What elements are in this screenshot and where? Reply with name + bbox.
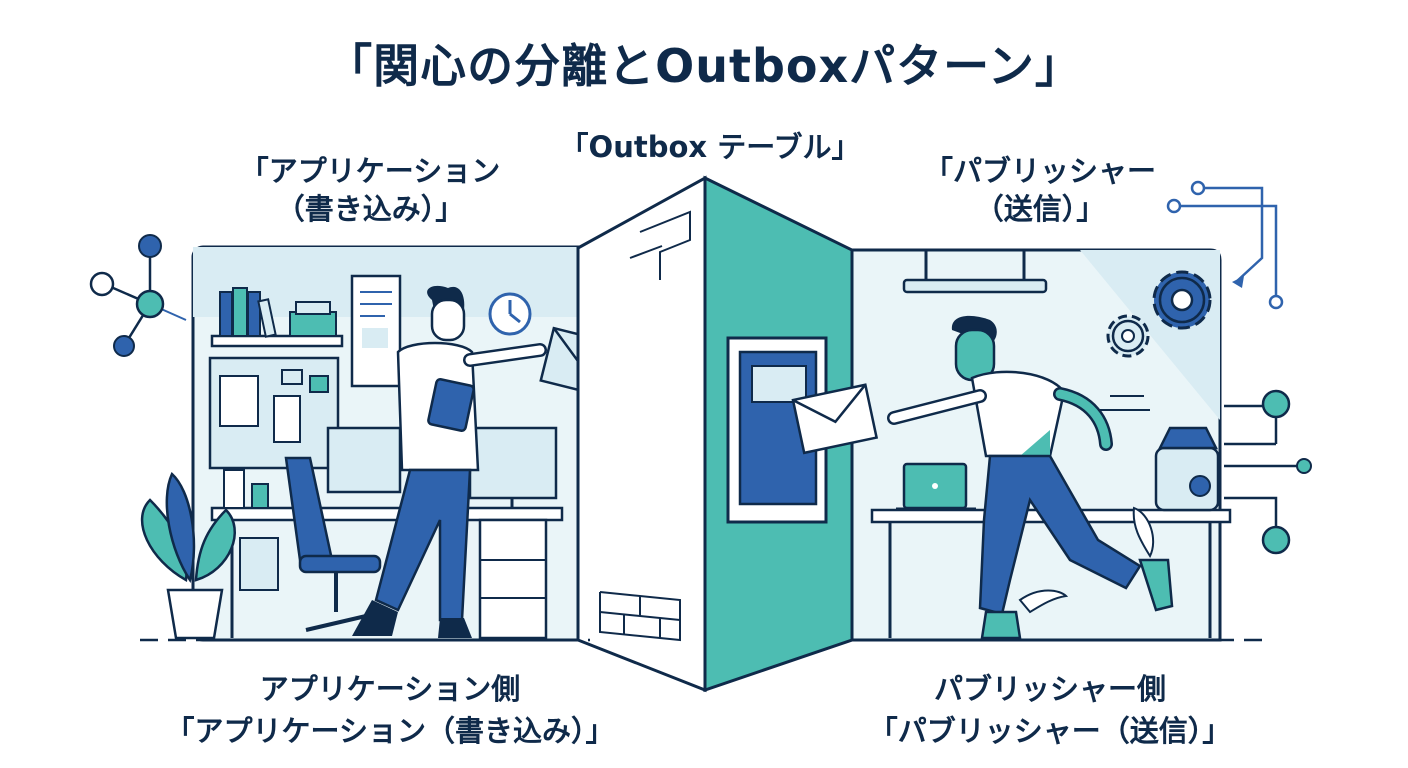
publisher-label: 「パブリッシャー （送信）」 — [880, 152, 1200, 228]
publisher-label-line2: （送信）」 — [974, 192, 1106, 226]
pinboard — [208, 356, 340, 470]
application-label: 「アプリケーション （書き込み）」 — [200, 152, 540, 228]
application-caption-line2: 「アプリケーション（書き込み）」 — [165, 714, 615, 748]
publisher-caption-line2: 「パブリッシャー（送信）」 — [868, 714, 1232, 748]
application-person — [352, 285, 547, 638]
publisher-caption: パブリッシャー側 「パブリッシャー（送信）」 — [790, 668, 1310, 752]
application-caption: アプリケーション側 「アプリケーション（書き込み）」 — [130, 668, 650, 752]
application-label-line2: （書き込み）」 — [275, 192, 465, 226]
publisher-person — [887, 315, 1174, 640]
connector-lines — [1166, 180, 1284, 310]
application-label-line1: 「アプリケーション — [239, 154, 501, 188]
publisher-caption-line1: パブリッシャー側 — [933, 672, 1166, 706]
ceiling-lamp — [902, 250, 1048, 294]
diagram-title: 「関心の分離とOutboxパターン」 — [326, 39, 1082, 93]
office-chair — [284, 456, 382, 632]
wall-document — [350, 274, 402, 388]
gear-icon — [1106, 270, 1212, 358]
publisher-label-line1: 「パブリッシャー — [923, 154, 1156, 188]
outbox-table-label: 「Outbox テーブル」 — [559, 130, 861, 164]
envelope-icon — [791, 383, 879, 455]
network-nodes-icon — [1224, 389, 1312, 555]
outbox-wall — [576, 175, 854, 693]
bookshelf — [210, 287, 344, 348]
network-nodes-icon — [89, 234, 187, 357]
printer-icon — [1154, 426, 1220, 512]
clock-icon — [488, 292, 532, 336]
application-caption-line1: アプリケーション側 — [259, 672, 521, 706]
application-room — [191, 245, 595, 642]
laptop-icon — [896, 462, 976, 511]
plant-icon — [140, 471, 236, 640]
